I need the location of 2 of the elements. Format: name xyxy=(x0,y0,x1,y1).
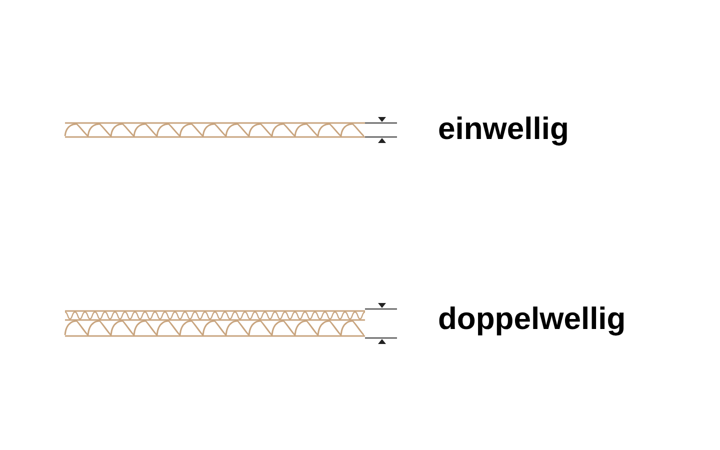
board-type-label: doppelwellig xyxy=(438,300,626,338)
board-type-label: einwellig xyxy=(438,110,569,148)
